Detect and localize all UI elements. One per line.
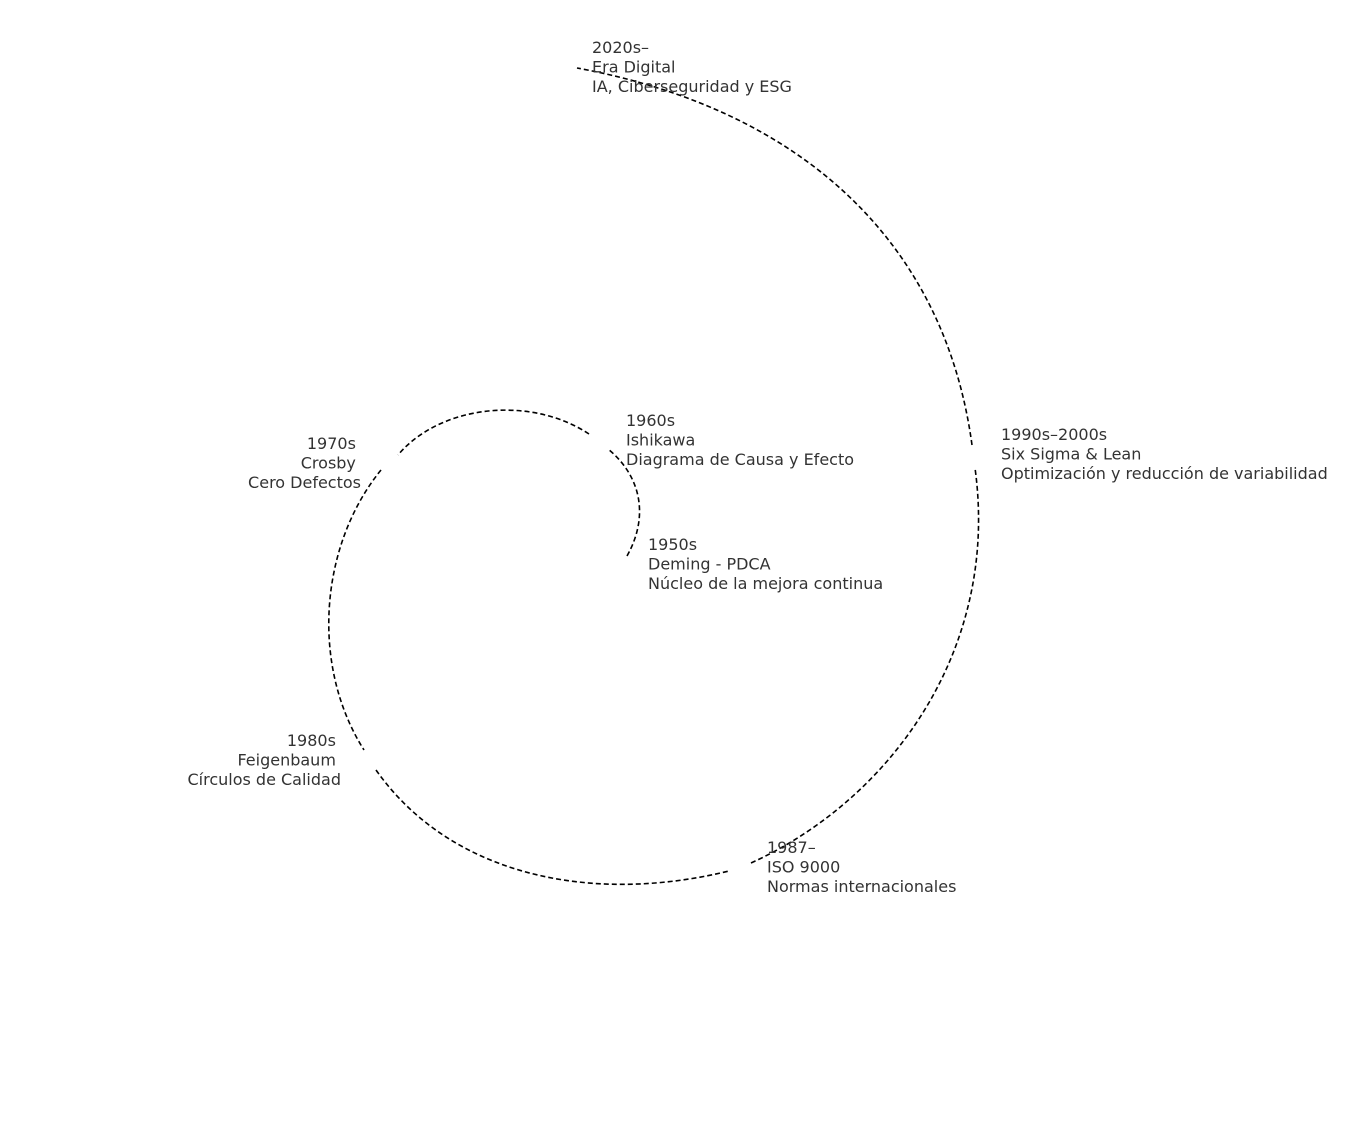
milestone-1990s-2000s: 1990s–2000s Six Sigma & Lean Optimizació… xyxy=(1001,425,1328,483)
milestone-1980s-description: Círculos de Calidad xyxy=(187,770,341,789)
milestone-1987-title: ISO 9000 xyxy=(767,858,840,877)
milestone-1950s-era: 1950s xyxy=(648,535,697,554)
milestone-1987: 1987– ISO 9000 Normas internacionales xyxy=(767,838,956,896)
milestone-1980s-era: 1980s xyxy=(287,731,336,750)
spiral-segment-1 xyxy=(607,448,641,557)
spiral-segment-3 xyxy=(327,469,382,751)
milestone-1990s-2000s-description: Optimización y reducción de variabilidad xyxy=(1001,464,1328,483)
milestone-1980s-title: Feigenbaum xyxy=(237,751,335,770)
milestone-2020s: 2020s– Era Digital IA, Ciberseguridad y … xyxy=(592,38,792,96)
milestone-1970s: 1970s Crosby Cero Defectos xyxy=(248,434,361,492)
spiral-segment-4 xyxy=(375,769,730,886)
milestone-1960s-era: 1960s xyxy=(626,411,675,430)
milestone-1970s-description: Cero Defectos xyxy=(248,473,361,492)
milestone-2020s-title: Era Digital xyxy=(592,58,675,77)
milestone-1950s-description: Núcleo de la mejora continua xyxy=(648,574,883,593)
milestone-1990s-2000s-title: Six Sigma & Lean xyxy=(1001,445,1141,464)
milestone-1950s-title: Deming - PDCA xyxy=(648,555,771,574)
spiral-path xyxy=(327,67,980,886)
milestone-1970s-era: 1970s xyxy=(307,434,356,453)
milestone-1970s-title: Crosby xyxy=(301,454,356,473)
milestone-1990s-2000s-era: 1990s–2000s xyxy=(1001,425,1107,444)
milestone-1960s-description: Diagrama de Causa y Efecto xyxy=(626,450,854,469)
milestone-1980s: 1980s Feigenbaum Círculos de Calidad xyxy=(187,731,341,789)
spiral-segment-5 xyxy=(750,467,980,864)
spiral-segment-2 xyxy=(397,409,590,456)
milestone-2020s-description: IA, Ciberseguridad y ESG xyxy=(592,77,792,96)
spiral-segment-6 xyxy=(576,67,973,446)
milestone-1960s: 1960s Ishikawa Diagrama de Causa y Efect… xyxy=(626,411,854,469)
milestone-1950s: 1950s Deming - PDCA Núcleo de la mejora … xyxy=(648,535,883,593)
milestone-1987-description: Normas internacionales xyxy=(767,877,956,896)
milestone-2020s-era: 2020s– xyxy=(592,38,649,57)
milestone-1960s-title: Ishikawa xyxy=(626,431,695,450)
milestone-1987-era: 1987– xyxy=(767,838,816,857)
